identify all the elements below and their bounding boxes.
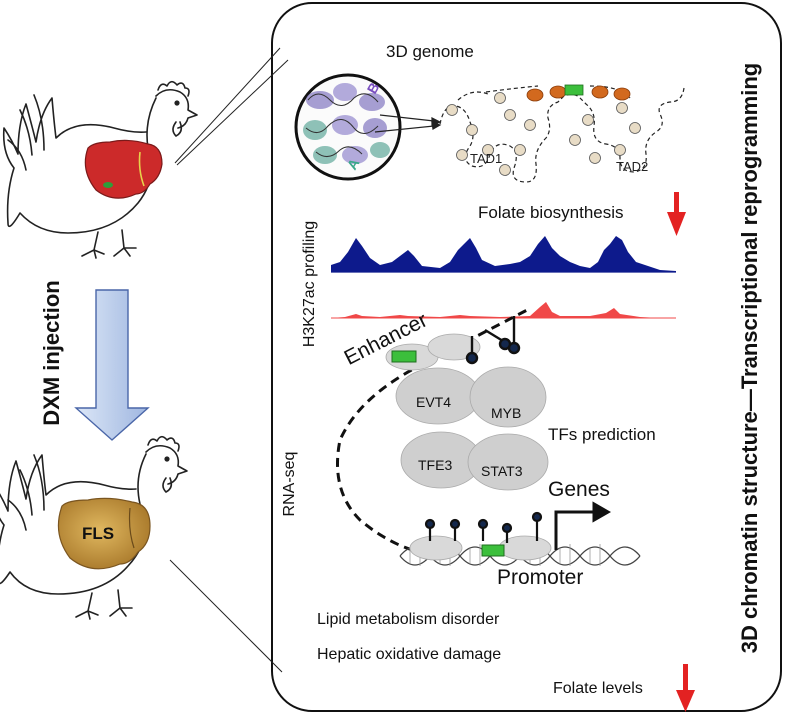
- tf-stat3: STAT3: [481, 463, 523, 479]
- promoter-lollipops: [424, 511, 543, 543]
- folate-biosynthesis-down-arrow: [667, 192, 686, 236]
- zoom-line-top-2: [176, 59, 289, 166]
- lipid-disorder-label: Lipid metabolism disorder: [317, 611, 500, 628]
- folate-levels-label: Folate levels: [553, 680, 643, 697]
- enhancer-dashed-line: [336, 361, 426, 554]
- hepatic-damage-label: Hepatic oxidative damage: [317, 646, 502, 663]
- h3k27ac-track-blue: [331, 236, 676, 272]
- h3k27ac-label: H3K27ac profiling: [301, 220, 318, 348]
- chromatin-blobs: [303, 83, 390, 164]
- zoom-line-bottom: [169, 559, 283, 673]
- fatty-liver-lobe-line: [128, 507, 135, 549]
- enhancer-lollipops: [465, 316, 521, 365]
- promoter-label: Promoter: [497, 566, 584, 589]
- rnaseq-label: RNA-seq: [281, 451, 298, 517]
- genes-label: Genes: [548, 478, 610, 501]
- enhancer-green-box: [391, 350, 417, 363]
- tad2-label: TAD2: [616, 159, 649, 174]
- tf-complex: [395, 366, 549, 491]
- fls-label: FLS: [82, 524, 115, 543]
- genome-title: 3D genome: [386, 42, 474, 61]
- folate-biosynthesis-label: Folate biosynthesis: [478, 203, 624, 222]
- tad1-label: TAD1: [470, 151, 503, 166]
- dxm-down-arrow: [74, 289, 150, 441]
- gene-transcription-arrow: [554, 501, 612, 550]
- promoter-green-box: [481, 544, 505, 557]
- fatty-liver-shape: [57, 497, 151, 570]
- tf-tfe3: TFE3: [418, 457, 453, 473]
- healthy-liver-shape: [84, 139, 163, 199]
- liver-lobe-line: [138, 151, 145, 187]
- h3k27ac-track-red: [331, 302, 676, 318]
- dxm-injection-label: DXM injection: [39, 280, 64, 426]
- side-title: 3D chromatin structure—Transcriptional r…: [737, 62, 762, 654]
- gallbladder: [103, 182, 113, 188]
- folate-levels-down-arrow: [676, 664, 695, 712]
- zoom-line-top-1: [174, 47, 281, 164]
- nucleus-to-tad-arrows: [374, 114, 442, 133]
- right-panel-frame: [271, 2, 782, 712]
- tad-structure: [439, 84, 685, 183]
- promoter-nucleosomes: [409, 535, 552, 561]
- tfs-prediction-label: TFs prediction: [548, 425, 656, 444]
- healthy-chicken: [2, 80, 198, 259]
- fls-chicken: [0, 435, 188, 620]
- tf-myb: MYB: [491, 405, 522, 421]
- tf-evt4: EVT4: [416, 394, 452, 410]
